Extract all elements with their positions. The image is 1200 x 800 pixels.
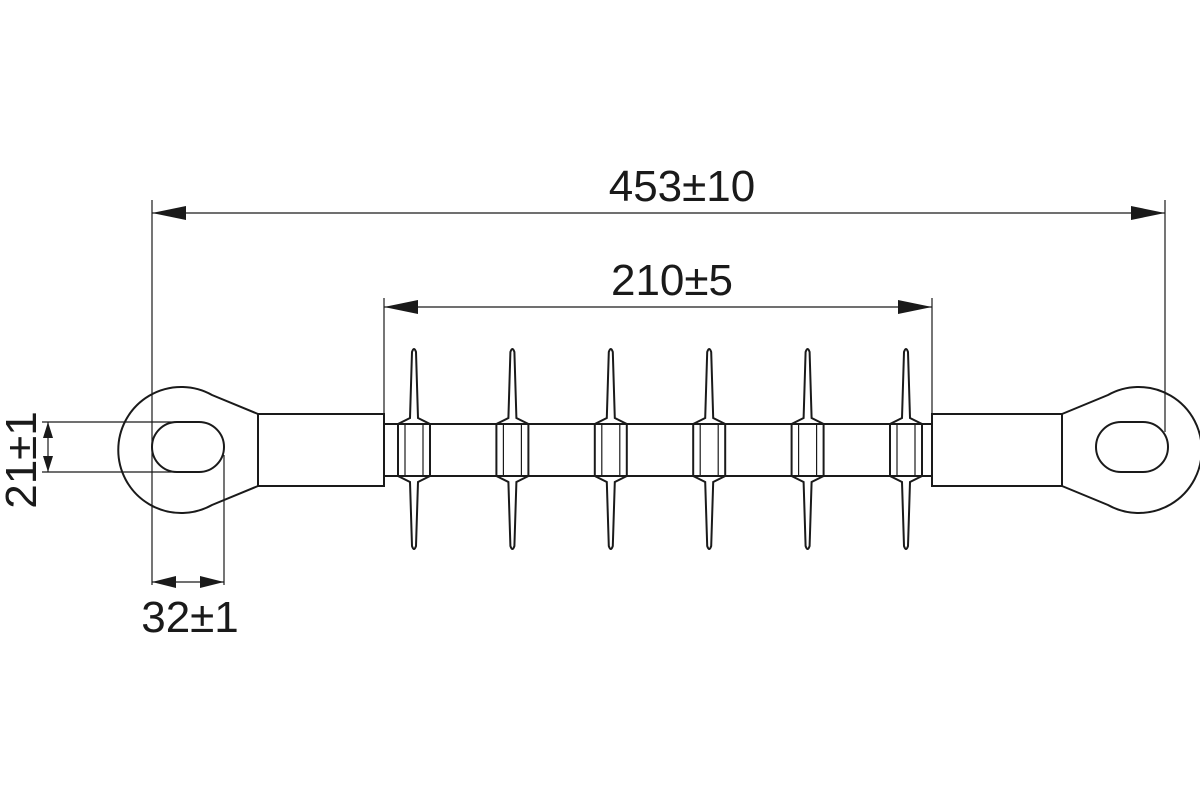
shed-span-label: 210±5 [611,256,733,305]
core-rod [383,423,933,477]
shed [397,348,431,550]
shed-profile [692,348,727,550]
arrowhead-span-right [898,300,932,314]
arrowhead-span-left [384,300,418,314]
left-metal-sleeve [257,413,385,487]
shed-profile [790,348,825,550]
arrowhead-left [152,206,186,220]
right-metal-sleeve [931,413,1063,487]
shed-profile [593,348,628,550]
shed-profile [495,348,530,550]
shed-span-dimension: 210±5 [383,256,933,418]
overall-length-label: 453±10 [609,162,756,211]
overall-length-dimension: 453±10 [151,162,1166,585]
shed [790,348,825,550]
arrowhead-eye-top [43,422,53,438]
right-eye-outline [1061,386,1200,514]
shed [593,348,628,550]
eye-height-label: 21±1 [0,411,46,509]
eye-width-dimension: 32±1 [141,455,239,642]
left-eye-hole [151,421,225,473]
shed-profile [397,348,431,550]
arrowhead-eye-width-left [152,576,176,588]
sheds [397,348,923,550]
eye-height-dimension: 21±1 [0,411,188,509]
arrowhead-eye-width-right [200,576,224,588]
left-eye-outline [117,386,259,514]
left-end-fitting [117,386,385,514]
arrowhead-eye-bottom [43,456,53,472]
right-eye-hole [1095,421,1169,473]
shed-profile [889,348,923,550]
arrowhead-right [1131,206,1165,220]
shed [889,348,923,550]
shed [692,348,727,550]
right-end-fitting [931,386,1200,514]
eye-width-label: 32±1 [141,593,239,642]
shed [495,348,530,550]
